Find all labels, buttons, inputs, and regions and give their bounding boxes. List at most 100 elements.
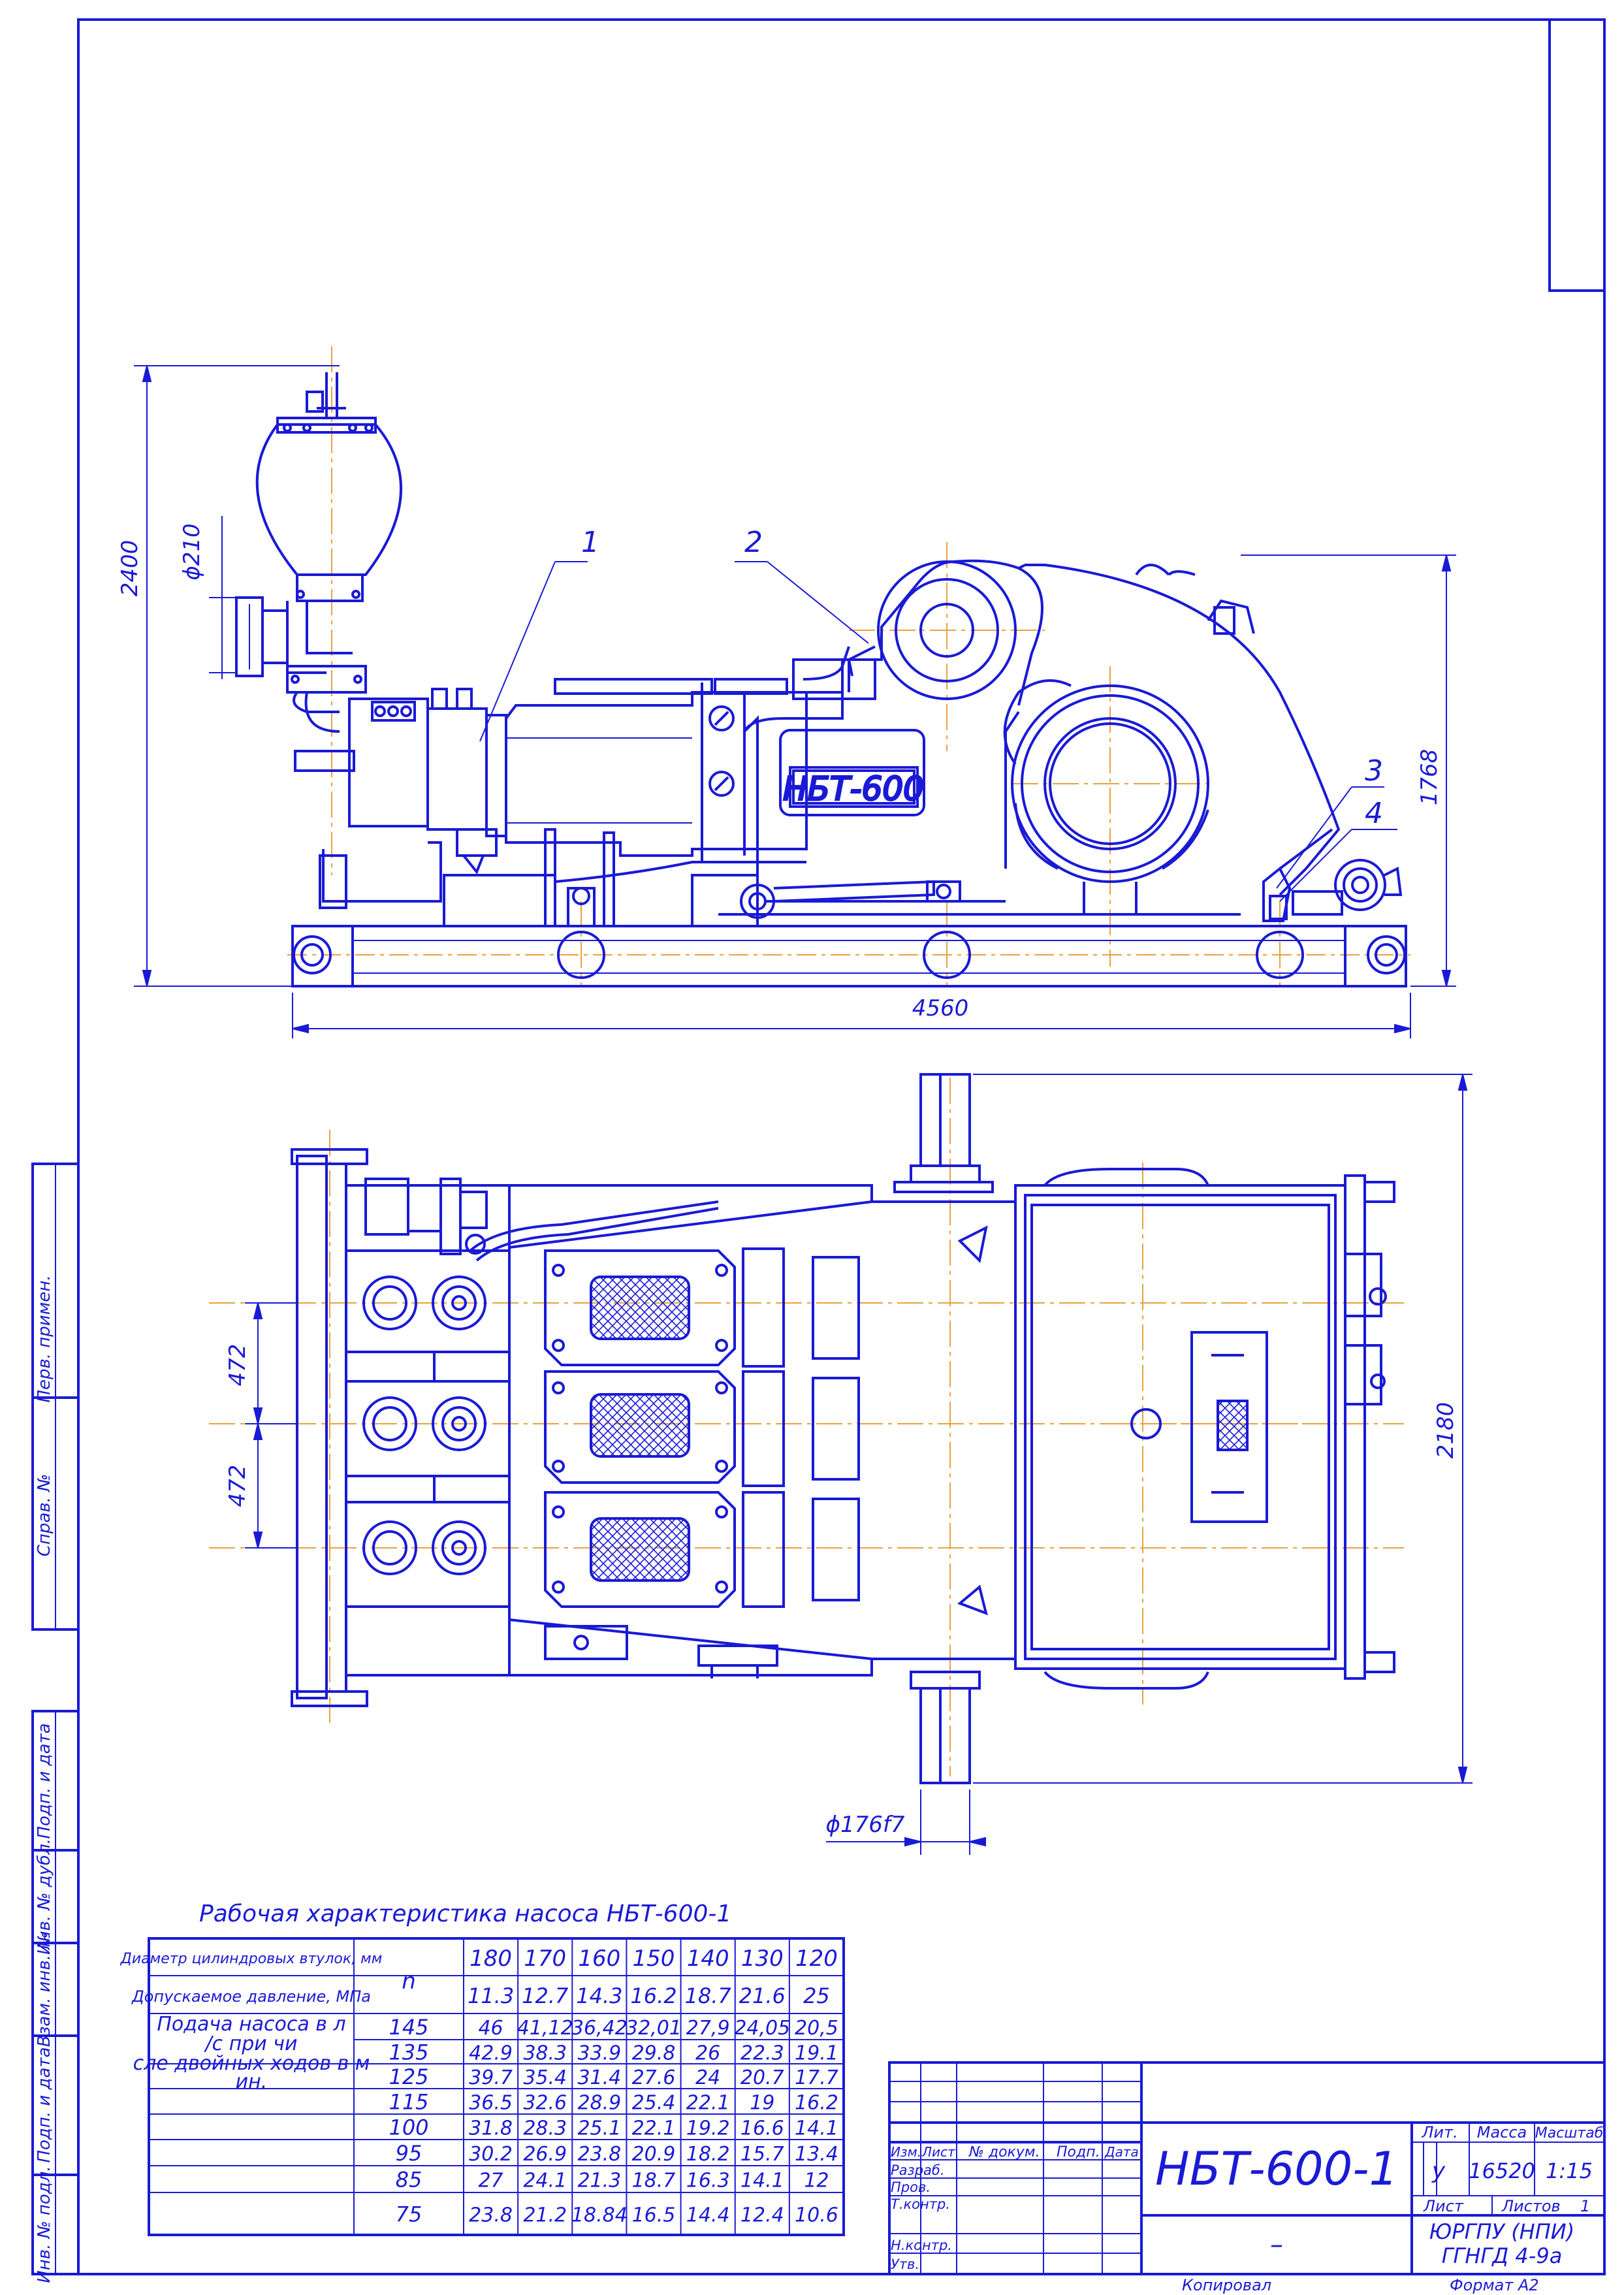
tb-org-2: ГГНГД 4-9а [1442,2243,1563,2268]
perf-cell: 18.7 [632,2170,676,2192]
tb-utv: Утв. [891,2256,919,2272]
power-end [779,559,1403,922]
perf-cell: 25.4 [632,2092,676,2115]
sheet-frame [77,18,1606,2275]
dim-pitch-2: 472 [225,1465,251,1507]
side-stamp [31,1163,80,2275]
skid-base [291,925,1407,987]
callout-3: 3 [1365,754,1383,788]
tb-tkontr: Т.контр. [891,2196,950,2212]
perf-cell: 24,05 [734,2017,790,2040]
liner-covers [544,1249,736,1608]
perf-pressure: 12.7 [522,1983,569,2008]
stamp-podp-data-1: Подп. и дата [35,1723,54,1838]
top-view: 472 472 2180 ϕ176f7 [209,1073,1473,1855]
perf-diameter: 140 [687,1946,729,1972]
dim-flange-dia: ϕ210 [179,523,205,580]
top-outline [291,1073,1395,1784]
perf-cell: 31.4 [577,2066,621,2089]
perf-cell: 41,12 [517,2017,573,2040]
perf-pressure: 11.3 [468,1983,514,2008]
perf-row-n: 95 [396,2141,422,2166]
perf-grid [148,1937,845,2236]
stamp-sprav-no: Справ. № [35,1474,54,1556]
perf-cell: 42.9 [469,2042,513,2065]
crosshead-section [505,658,1241,927]
perf-label-flow-4: ин. [236,2070,268,2093]
tb-razrab: Разраб. [891,2162,945,2178]
perf-cell: 16.5 [632,2204,676,2227]
stamp-podp-data-2: Подп. и дата [35,2047,54,2162]
perf-diameter: 130 [741,1946,784,1972]
perf-cell: 14.4 [686,2204,730,2227]
perf-cell: 17.7 [795,2066,838,2089]
front-dimensions [134,365,1456,1038]
perf-cell: 27 [478,2170,503,2192]
tb-copied: Копировал [1182,2276,1271,2294]
stamp-vzam-inv: Взам. инв. № [35,1932,54,2047]
perf-cell: 21.3 [577,2170,621,2192]
perf-diameter: 150 [633,1946,675,1972]
perf-cell: 19 [750,2092,774,2115]
perf-cell: 31.8 [469,2117,513,2140]
perf-cell: 32,01 [626,2017,682,2040]
perf-cell: 25.1 [577,2117,621,2140]
perf-cell: 18.2 [686,2143,730,2166]
perf-cell: 29.8 [632,2042,676,2065]
perf-cell: 10.6 [795,2204,838,2227]
dim-shaft-dia: ϕ176f7 [826,1812,905,1838]
perf-row-n: 135 [389,2040,428,2065]
perf-cell: 14.1 [740,2170,784,2192]
perf-label-diameter: Диаметр цилиндровых втулок, мм [120,1951,383,1967]
tb-lit-label: Лит. [1421,2123,1457,2142]
performance-table: Рабочая характеристика насоса НБТ-600-1 … [120,1901,845,2236]
tb-mass-label: Масса [1477,2123,1527,2142]
stamp-perv-primen: Перв. примен. [35,1275,54,1402]
tb-designation: НБТ-600-1 [1155,2142,1398,2196]
tb-scale: 1:15 [1546,2159,1593,2183]
perf-row-n: 145 [389,2015,428,2040]
perf-label-flow-2: /с при чи [203,2032,297,2055]
title-block [888,2061,1606,2275]
perf-row-n: 75 [396,2202,422,2227]
perf-label-flow-1: Подача насоса в л [157,2013,345,2036]
perf-cell: 28.9 [577,2092,621,2115]
perf-row-n: 100 [389,2115,428,2140]
air-chamber [235,372,403,772]
perf-cell: 12.4 [740,2204,784,2227]
perf-cell: 39.7 [469,2066,513,2089]
dim-length: 4560 [912,995,969,1021]
dim-height-total: 2400 [117,540,143,597]
perf-cell: 21.2 [523,2204,567,2227]
tb-prov: Пров. [891,2179,931,2195]
perf-cell: 26 [695,2042,720,2065]
tb-hdr-podp: Подп. [1057,2144,1100,2160]
perf-label-flow-3: сле двойных ходов в м [133,2052,370,2075]
tb-hdr-doc: № докум. [968,2144,1040,2160]
perf-cell: 26.9 [523,2143,567,2166]
stamp-inv-dubl: Инв. № дубл. [35,1838,54,1955]
side-stamp-labels: Перв. примен. Справ. № Подп. и дата Инв.… [35,1275,54,2283]
front-centerlines [287,346,1410,986]
perf-pressure: 14.3 [576,1983,622,2008]
perf-cell: 18.84 [571,2204,628,2227]
perf-cell: 22.3 [740,2042,784,2065]
perf-cell: 16.3 [686,2170,730,2192]
callout-4: 4 [1365,797,1383,830]
perf-cell: 27,9 [686,2017,730,2040]
perf-cell: 15.7 [740,2143,784,2166]
tb-mass: 16520 [1469,2159,1535,2183]
front-view: НБТ-600 [117,346,1456,1038]
perf-cell: 38.3 [523,2042,567,2065]
dim-pitch-1: 472 [225,1344,251,1387]
fluid-end [319,688,556,927]
perf-cell: 16.6 [740,2117,784,2140]
tb-name: – [1270,2230,1283,2260]
tb-hdr-izm: Изм. [891,2144,921,2160]
tb-org-1: ЮРГПУ (НПИ) [1429,2219,1574,2244]
tb-format: Формат А2 [1450,2276,1539,2294]
perf-cell: 20,5 [795,2017,838,2040]
perf-row-n: 115 [389,2090,428,2115]
stamp-inv-podl: Инв. № подл. [35,2166,54,2283]
